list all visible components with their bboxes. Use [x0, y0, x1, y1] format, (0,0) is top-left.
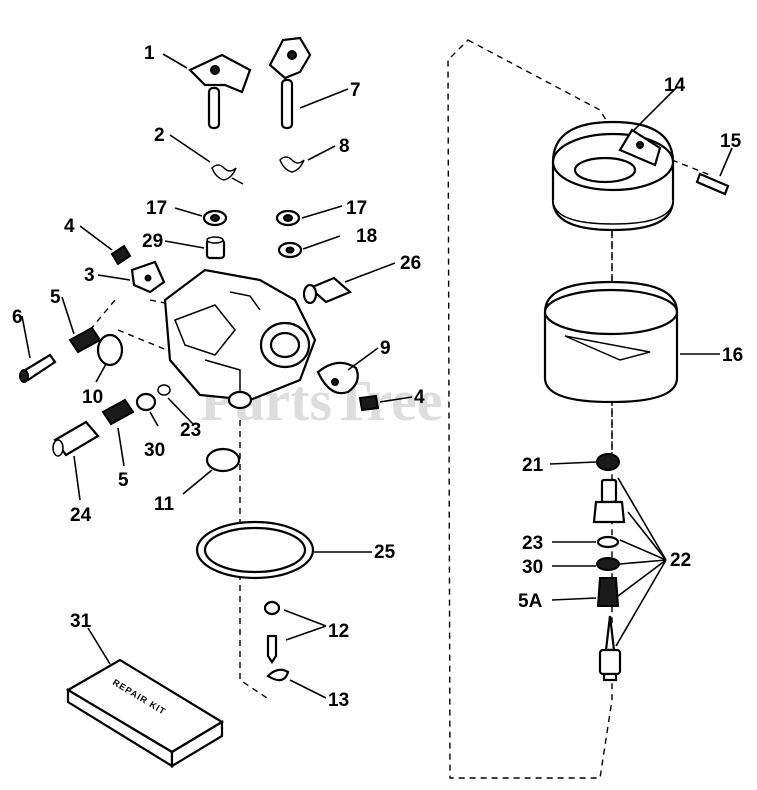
part-float-pin-15 [695, 172, 730, 196]
callout-18: 18 [356, 226, 377, 247]
callout-23-left: 23 [180, 420, 201, 441]
callout-25: 25 [374, 542, 396, 563]
part-carburetor-body [163, 268, 317, 410]
part-choke-plate-9 [316, 361, 359, 395]
callout-31: 31 [70, 611, 92, 632]
callout-5-lower: 5 [118, 470, 129, 491]
part-throttle-shaft-1 [188, 53, 252, 130]
part-washer-18 [277, 241, 303, 259]
part-spring-5-upper [68, 326, 102, 354]
callout-2: 2 [154, 125, 165, 146]
callout-26: 26 [400, 253, 421, 274]
callout-23-right: 23 [522, 533, 543, 554]
callout-7: 7 [350, 80, 361, 101]
part-repair-kit-31: REPAIR KIT [65, 658, 225, 768]
part-oring-10 [96, 333, 124, 367]
guide-line-bowl-axis [611, 159, 711, 450]
part-oring-23-right [596, 535, 620, 549]
part-screw-4-lower [358, 394, 380, 412]
part-seal-17-left [202, 209, 228, 227]
part-washer-30-right [596, 557, 620, 571]
part-spring-5-lower [101, 398, 135, 426]
callout-3: 3 [84, 265, 95, 286]
part-gasket-25 [195, 520, 315, 580]
part-fuel-inlet-26 [302, 276, 353, 305]
part-bowl-nut-22 [592, 478, 626, 524]
part-needle-24 [52, 420, 100, 457]
part-screw-4-upper [110, 244, 132, 266]
part-washer-21 [596, 453, 620, 471]
callout-22: 22 [670, 550, 691, 571]
part-washer-30-left [135, 392, 157, 412]
callout-24: 24 [70, 505, 92, 526]
callout-16: 16 [722, 345, 743, 366]
part-screw-6 [19, 353, 57, 383]
callout-4-upper: 4 [64, 216, 75, 237]
callout-5-upper: 5 [50, 287, 61, 308]
callout-1: 1 [144, 43, 155, 64]
part-needle-22 [598, 615, 622, 682]
callout-5A: 5A [518, 591, 543, 612]
callout-30-right: 30 [522, 557, 543, 578]
part-choke-shaft-7 [268, 36, 312, 130]
callout-11: 11 [154, 494, 175, 515]
callout-15: 15 [720, 131, 742, 152]
part-seal-17-right [275, 209, 301, 227]
part-float-bowl-16 [543, 280, 679, 404]
callout-8: 8 [339, 136, 350, 157]
part-bushing-29 [205, 236, 226, 260]
part-welch-plug-11 [205, 447, 241, 473]
callout-30-left: 30 [144, 440, 165, 461]
part-throttle-plate-3 [130, 260, 166, 294]
callout-10: 10 [82, 387, 103, 408]
bowl-group-outline [447, 39, 613, 779]
part-spring-8 [279, 156, 305, 173]
callout-21: 21 [522, 455, 544, 476]
callout-17-left: 17 [146, 198, 167, 219]
callout-12: 12 [328, 621, 349, 642]
callout-14: 14 [664, 75, 686, 96]
callout-17-right: 17 [346, 198, 367, 219]
callout-9: 9 [380, 338, 391, 359]
part-spring-2 [211, 164, 244, 185]
part-nut-12 [263, 600, 281, 616]
part-spring-5A [596, 577, 620, 607]
part-float-14 [551, 120, 675, 232]
callout-29: 29 [142, 231, 163, 252]
callout-6: 6 [12, 307, 23, 328]
callout-13: 13 [328, 690, 349, 711]
part-oring-23-left [157, 384, 171, 396]
leader-lines [21, 53, 733, 699]
part-clip-13 [266, 668, 290, 682]
part-pin-12 [266, 634, 278, 664]
callout-4-lower: 4 [414, 387, 425, 408]
